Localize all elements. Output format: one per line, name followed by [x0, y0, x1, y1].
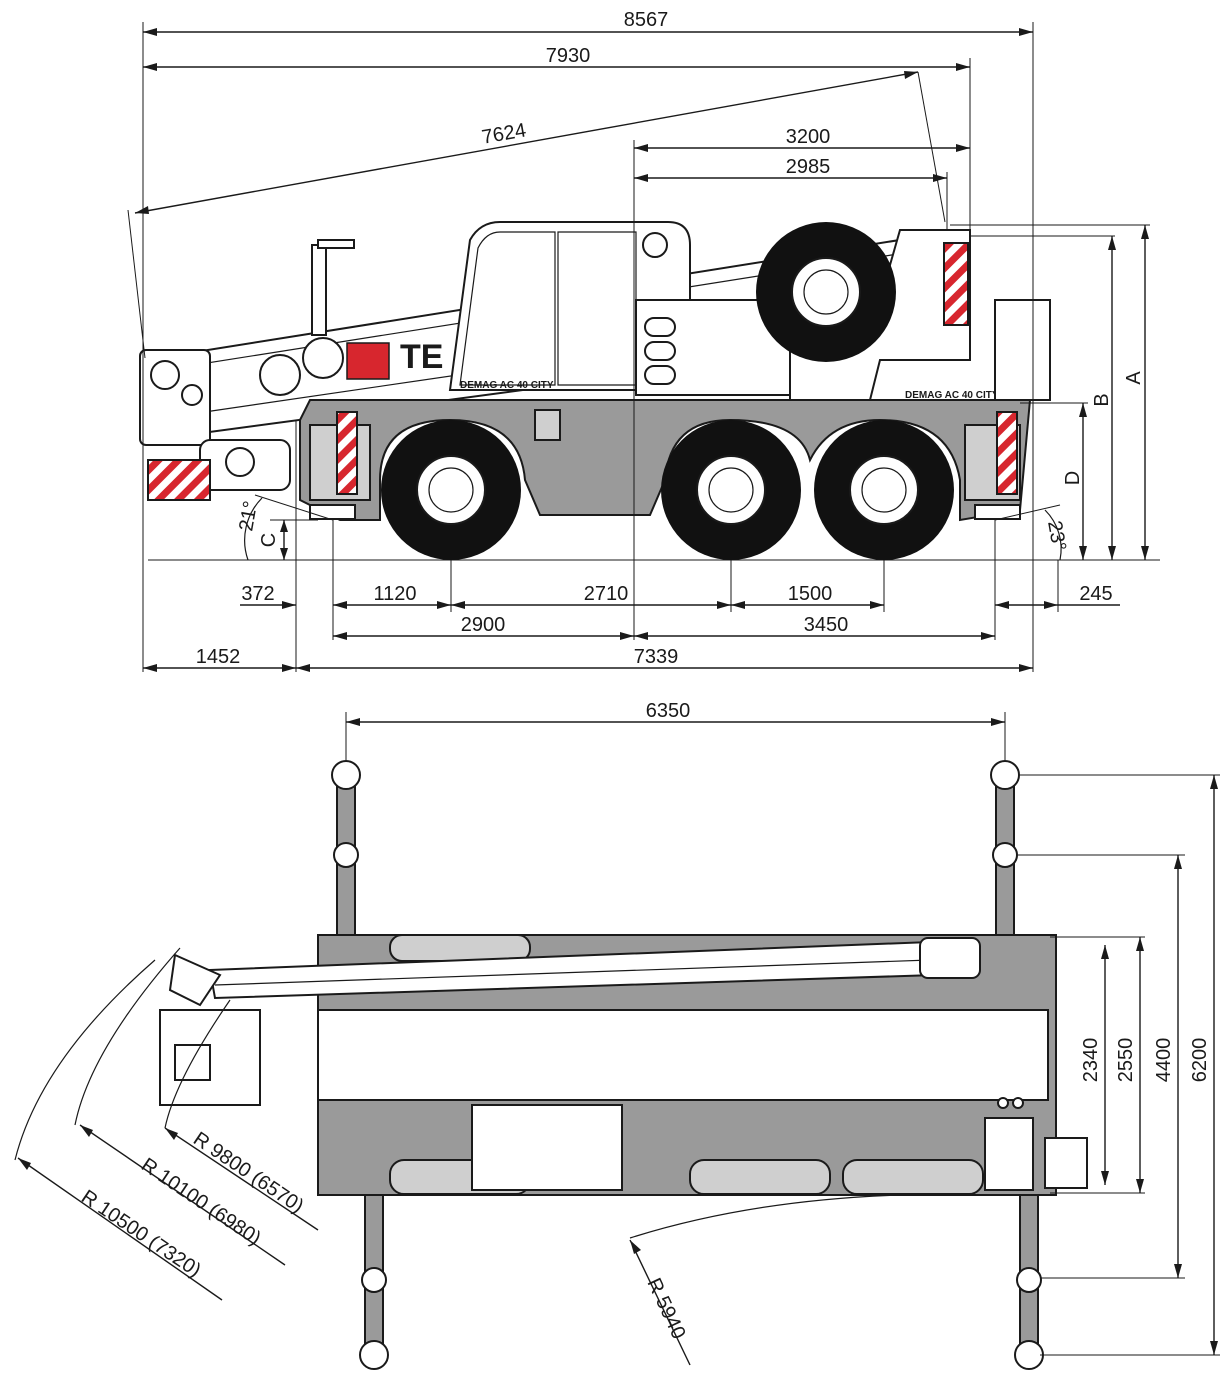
dim-row-1: 372 1120 2710 1500 245	[240, 583, 1120, 609]
label-7339: 7339	[634, 646, 679, 668]
label-1500: 1500	[788, 583, 833, 605]
dim-a: A	[1123, 225, 1149, 560]
label-a: A	[1123, 371, 1145, 385]
wheel-rear	[814, 420, 954, 560]
label-2710: 2710	[584, 583, 629, 605]
dim-2550: 2550	[1115, 937, 1144, 1193]
label-1120: 1120	[373, 583, 416, 605]
label-b: B	[1091, 393, 1113, 406]
label-245: 245	[1079, 583, 1112, 605]
label-3450: 3450	[804, 614, 849, 636]
wheels-top	[389, 934, 984, 1195]
spare-wheel	[756, 222, 896, 362]
label-6350: 6350	[646, 700, 691, 722]
label-r5940: R 5940	[642, 1275, 689, 1343]
dim-2340: 2340	[1080, 945, 1109, 1185]
side-view: TE DEMAG AC 40 CITY DEMAG AC 40 CITY	[127, 9, 1160, 672]
dim-2985: 2985	[634, 156, 947, 182]
front-warning-board	[147, 459, 211, 501]
angle-departure: 23°	[994, 504, 1070, 561]
label-2985: 2985	[786, 156, 831, 178]
dim-b: B	[1091, 236, 1116, 560]
label-372: 372	[241, 583, 274, 605]
label-2550: 2550	[1115, 1038, 1137, 1083]
dim-d: D	[1062, 403, 1087, 560]
dim-4400: 4400	[1153, 855, 1182, 1278]
operator-cab: DEMAG AC 40 CITY	[448, 221, 691, 391]
model-text-rear: DEMAG AC 40 CITY	[905, 390, 999, 401]
carrier	[299, 299, 1051, 522]
superstructure-top	[317, 1009, 1088, 1191]
label-7624: 7624	[480, 119, 528, 148]
top-view: R 9800 (6570) R 10100 (6980) R 10500 (73…	[14, 700, 1220, 1370]
logo-circle-2	[302, 337, 344, 379]
dim-row-2: 2900 3450	[333, 614, 995, 640]
brand-text: TE	[400, 338, 443, 376]
label-d: D	[1062, 471, 1084, 485]
label-angle-21: 21°	[235, 499, 262, 533]
label-2900: 2900	[461, 614, 506, 636]
label-angle-23: 23°	[1043, 519, 1070, 553]
dim-3200: 3200	[634, 126, 970, 152]
label-8567: 8567	[624, 9, 669, 31]
label-1452: 1452	[196, 646, 241, 668]
label-2340: 2340	[1080, 1038, 1102, 1083]
crown-logo	[346, 342, 390, 380]
dim-7930: 7930	[143, 45, 970, 71]
dim-8567: 8567	[143, 9, 1033, 36]
angle-approach: 21°	[235, 494, 334, 561]
wheel-front	[381, 420, 521, 560]
boom-top	[159, 937, 981, 1106]
rear-warning-board	[943, 242, 969, 326]
label-4400: 4400	[1153, 1038, 1175, 1083]
dim-6200: 6200	[1189, 775, 1218, 1355]
label-7930: 7930	[546, 45, 591, 67]
dim-c: C	[258, 519, 318, 560]
logo-circle-1	[259, 354, 301, 396]
dim-6350: 6350	[345, 700, 1006, 760]
label-6200: 6200	[1189, 1038, 1211, 1083]
outriggers	[331, 760, 1044, 1370]
label-c: C	[258, 533, 280, 547]
label-3200: 3200	[786, 126, 831, 148]
wheel-middle	[661, 420, 801, 560]
dim-row-3: 1452 7339	[143, 646, 1033, 672]
model-text-cab: DEMAG AC 40 CITY	[460, 380, 554, 391]
